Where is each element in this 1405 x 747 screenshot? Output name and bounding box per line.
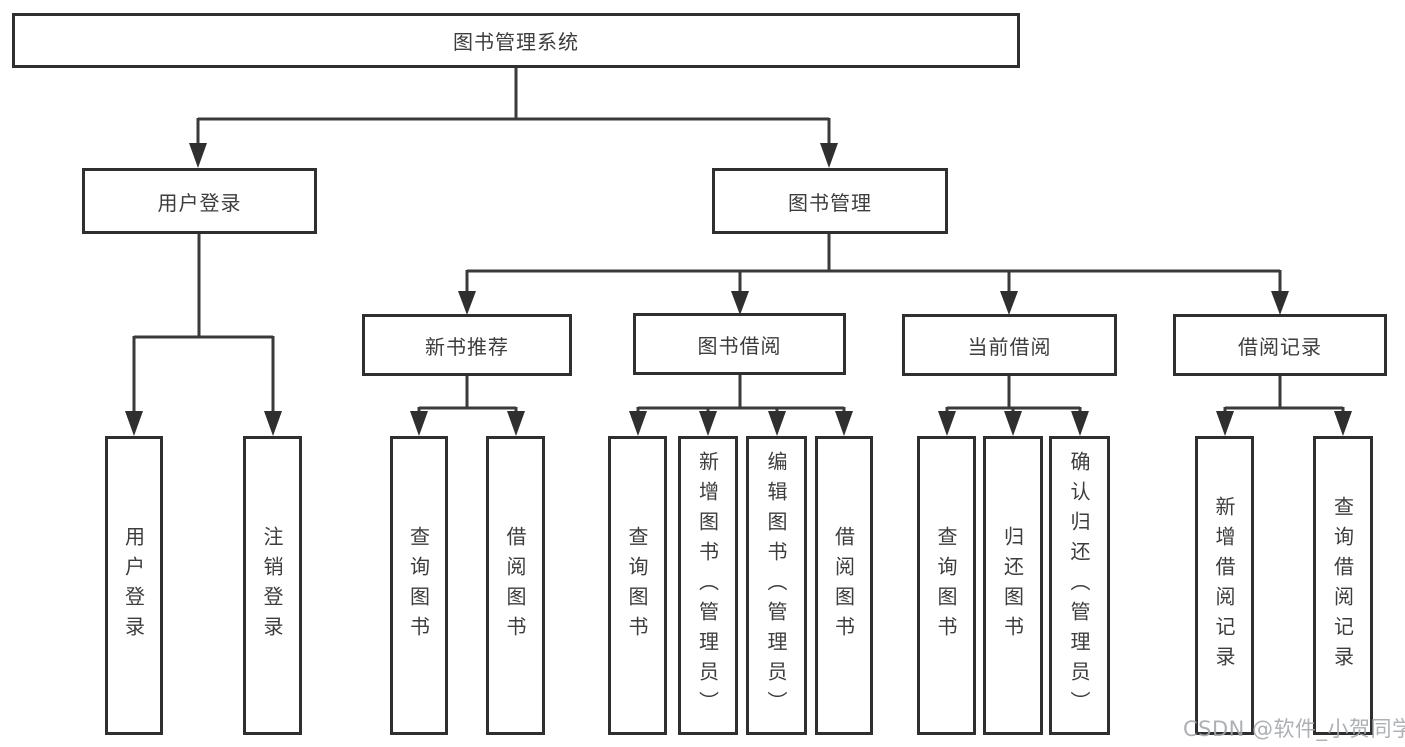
arrow-down-icon (835, 411, 853, 436)
node-new-book-recommend: 新书推荐 (362, 314, 572, 376)
arrow-down-icon (768, 411, 786, 436)
leaf-borrow-books-recommend: 借阅图书 (486, 436, 545, 735)
arrow-down-icon (458, 291, 476, 315)
arrow-down-icon (1004, 411, 1022, 436)
connector-user-login-to-leaves (132, 234, 275, 414)
leaf-user-login: 用户登录 (105, 436, 163, 735)
arrow-down-icon (189, 143, 207, 168)
arrow-down-icon (1000, 291, 1018, 315)
node-book-management-system: 图书管理系统 (12, 13, 1020, 68)
node-current-borrow: 当前借阅 (902, 314, 1117, 376)
arrow-down-icon (264, 411, 282, 436)
node-user-login: 用户登录 (82, 168, 317, 234)
connector-book-mgmt-to-level3 (465, 234, 1282, 294)
arrow-down-icon (125, 411, 143, 436)
arrow-down-icon (699, 411, 717, 436)
connector-new-book-to-leaves (417, 376, 518, 414)
leaf-query-borrow-record: 查询借阅记录 (1313, 436, 1373, 735)
arrow-down-icon (1271, 291, 1289, 315)
connector-root-to-level2 (196, 68, 831, 146)
arrow-down-icon (1216, 411, 1234, 436)
watermark: CSDN @软件_小贺同学 (1183, 717, 1405, 741)
leaf-borrow-books: 借阅图书 (815, 436, 873, 735)
leaf-confirm-return-admin: 确认归还（管理员） (1049, 436, 1110, 735)
arrow-down-icon (1334, 411, 1352, 436)
node-book-borrow: 图书借阅 (633, 313, 846, 375)
connector-book-borrow-to-leaves (636, 375, 846, 414)
arrow-down-icon (507, 411, 525, 436)
node-book-management: 图书管理 (712, 168, 948, 234)
leaf-return-books: 归还图书 (983, 436, 1043, 735)
leaf-add-book-admin: 新增图书（管理员） (678, 436, 738, 735)
connector-current-borrow-to-leaves (945, 376, 1082, 414)
arrow-down-icon (938, 411, 956, 436)
leaf-query-books-borrow: 查询图书 (608, 436, 667, 735)
node-borrow-records: 借阅记录 (1173, 314, 1387, 376)
arrow-down-icon (410, 411, 428, 436)
connector-borrow-records-to-leaves (1223, 376, 1345, 414)
leaf-query-books-current: 查询图书 (917, 436, 976, 735)
arrow-down-icon (629, 411, 647, 436)
leaf-edit-book-admin: 编辑图书（管理员） (746, 436, 807, 735)
arrow-down-icon (1071, 411, 1089, 436)
arrow-down-icon (731, 291, 749, 315)
leaf-add-borrow-record: 新增借阅记录 (1195, 436, 1254, 735)
leaf-query-books-recommend: 查询图书 (390, 436, 448, 735)
arrow-down-icon (820, 143, 838, 168)
leaf-logout: 注销登录 (243, 436, 302, 735)
